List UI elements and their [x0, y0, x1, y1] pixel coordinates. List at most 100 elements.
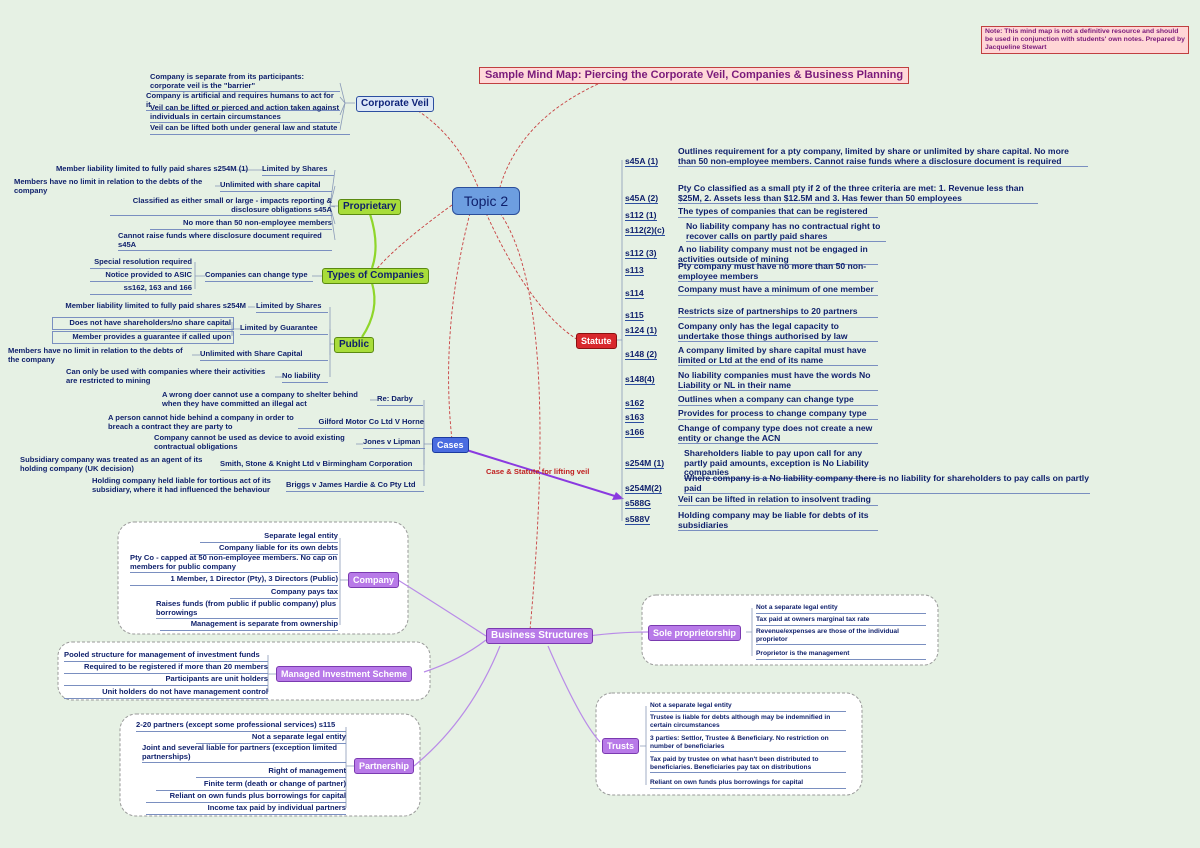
- statute-section: s162: [625, 398, 645, 409]
- pty-item: Classified as either small or large - im…: [110, 196, 332, 217]
- case-name: Jones v Lipman: [363, 437, 425, 449]
- mis-item: Unit holders do not have management cont…: [64, 687, 268, 699]
- statute-text: Change of company type does not create a…: [678, 423, 878, 445]
- public-limited-by-guarantee[interactable]: Limited by Guarantee: [240, 323, 328, 335]
- case-desc: A wrong doer cannot use a company to she…: [162, 390, 358, 408]
- change-item: Notice provided to ASIC: [90, 270, 192, 282]
- pty-lbs-item: Member liability limited to fully paid s…: [55, 164, 248, 173]
- case-name: Briggs v James Hardie & Co Pty Ltd: [286, 480, 424, 492]
- partnership-node[interactable]: Partnership: [354, 758, 415, 774]
- veil-item: Veil can be lifted or pierced and action…: [150, 103, 340, 124]
- pty-item: Cannot raise funds where disclosure docu…: [118, 231, 332, 252]
- central-topic[interactable]: Topic 2: [452, 187, 520, 215]
- statute-section: s45A (1): [625, 156, 659, 167]
- pty-unlimited-item: Members have no limit in relation to the…: [14, 177, 203, 195]
- statute-section: s166: [625, 427, 645, 438]
- company-item: Separate legal entity: [200, 531, 338, 543]
- business-structures-node[interactable]: Business Structures: [486, 628, 594, 644]
- statute-text: Pty Co classified as a small pty if 2 of…: [678, 183, 1038, 205]
- corporate-veil-node[interactable]: Corporate Veil: [356, 96, 434, 112]
- company-item: Company pays tax: [230, 587, 338, 599]
- sole-item: Proprietor is the management: [756, 650, 926, 660]
- mis-node[interactable]: Managed Investment Scheme: [276, 666, 413, 682]
- mis-item: Participants are unit holders: [64, 674, 268, 686]
- statute-text: Outlines when a company can change type: [678, 394, 878, 406]
- case-name: Gilford Motor Co Ltd V Horne: [298, 417, 424, 429]
- change-type-node[interactable]: Companies can change type: [205, 270, 313, 282]
- statute-text: Pty company must have no more than 50 no…: [678, 261, 878, 283]
- statute-section: s112 (3): [625, 248, 657, 259]
- trusts-item: Trustee is liable for debts although may…: [650, 714, 846, 732]
- no-liability-item: Can only be used with companies where th…: [66, 367, 266, 385]
- statute-text: Shareholders liable to pay upon call for…: [684, 448, 884, 479]
- statute-section: s588V: [625, 514, 650, 525]
- trusts-node[interactable]: Trusts: [602, 738, 640, 754]
- case-desc: Subsidiary company was treated as an age…: [20, 455, 203, 473]
- case-desc: Company cannot be used as device to avoi…: [154, 433, 345, 451]
- statute-section: s113: [625, 265, 644, 276]
- statute-section: s254M(2): [625, 483, 662, 494]
- statute-text: The types of companies that can be regis…: [678, 206, 878, 218]
- statute-section: s45A (2): [625, 193, 659, 204]
- company-node[interactable]: Company: [348, 572, 400, 588]
- mis-item: Required to be registered if more than 2…: [64, 662, 268, 674]
- partnership-item: Not a separate legal entity: [196, 732, 346, 744]
- partnership-item: 2-20 partners (except some professional …: [136, 720, 346, 732]
- company-item: Management is separate from ownership: [160, 619, 338, 631]
- statute-text: Company must have a minimum of one membe…: [678, 284, 878, 296]
- sole-item: Revenue/expenses are those of the indivi…: [756, 628, 926, 646]
- statute-text: Provides for process to change company t…: [678, 408, 878, 420]
- public-lbs-item: Member liability limited to fully paid s…: [65, 301, 246, 310]
- case-desc: Holding company held liable for tortious…: [92, 476, 271, 494]
- company-item: Company liable for its own debts: [190, 543, 338, 555]
- company-item: Pty Co - capped at 50 non-employee membe…: [130, 553, 338, 574]
- partnership-item: Finite term (death or change of partner): [156, 779, 346, 791]
- pty-unlimited[interactable]: Unlimited with share capital: [220, 180, 332, 192]
- trusts-item: Reliant on own funds plus borrowings for…: [650, 779, 846, 789]
- public-node[interactable]: Public: [334, 337, 375, 353]
- statute-text: No liability company has no contractual …: [686, 221, 886, 243]
- author-note: Note: This mind map is not a definitive …: [981, 26, 1189, 54]
- statute-section: s115: [625, 310, 644, 321]
- statute-section: s112(2)(c): [625, 225, 665, 236]
- case-desc: A person cannot hide behind a company in…: [108, 413, 294, 431]
- statute-section: s112 (1): [625, 210, 657, 221]
- sole-cloud: [641, 594, 939, 666]
- trusts-cloud: [595, 692, 863, 796]
- public-limited-by-shares[interactable]: Limited by Shares: [256, 301, 328, 313]
- trusts-item: 3 parties: Settlor, Trustee & Beneficiar…: [650, 735, 846, 753]
- statute-section: s114: [625, 288, 644, 299]
- statute-section: s163: [625, 412, 645, 423]
- trusts-item: Not a separate legal entity: [650, 702, 846, 712]
- map-title: Sample Mind Map: Piercing the Corporate …: [479, 67, 910, 84]
- statute-section: s148 (2): [625, 349, 658, 360]
- pty-item: No more than 50 non-employee members: [150, 218, 332, 230]
- change-item: ss162, 163 and 166: [90, 283, 192, 295]
- proprietary-node[interactable]: Proprietary: [338, 199, 402, 215]
- statute-text: Holding company may be liable for debts …: [678, 510, 878, 532]
- veil-item: Veil can be lifted both under general la…: [150, 123, 350, 135]
- no-liability-node[interactable]: No liability: [282, 371, 328, 383]
- partnership-item: Income tax paid by individual partners: [146, 803, 346, 815]
- pty-limited-by-shares[interactable]: Limited by Shares: [262, 164, 334, 176]
- statute-text: No liability companies must have the wor…: [678, 370, 878, 392]
- public-unlimited[interactable]: Unlimited with Share Capital: [200, 349, 328, 361]
- sole-proprietorship-node[interactable]: Sole proprietorship: [648, 625, 742, 641]
- trusts-item: Tax paid by trustee on what hasn't been …: [650, 756, 846, 774]
- statute-text: Company only has the legal capacity to u…: [678, 321, 878, 343]
- statute-text: Where company is a No liability company …: [684, 473, 1090, 495]
- types-of-companies-node[interactable]: Types of Companies: [322, 268, 430, 284]
- guarantee-item: Does not have shareholders/no share capi…: [52, 317, 234, 330]
- statute-text: Outlines requirement for a pty company, …: [678, 146, 1088, 168]
- cases-node[interactable]: Cases: [432, 437, 469, 453]
- statute-section: s148(4): [625, 374, 655, 385]
- partnership-item: Right of management: [196, 766, 346, 778]
- company-item: Raises funds (from public if public comp…: [156, 599, 338, 620]
- change-item: Special resolution required: [90, 257, 192, 269]
- statute-node[interactable]: Statute: [576, 333, 617, 349]
- statute-section: s124 (1): [625, 325, 658, 336]
- edge-label: Case & Statute for lifting veil: [486, 467, 590, 476]
- veil-item: Company is artificial and requires human…: [146, 91, 340, 112]
- sole-item: Tax paid at owners marginal tax rate: [756, 616, 926, 626]
